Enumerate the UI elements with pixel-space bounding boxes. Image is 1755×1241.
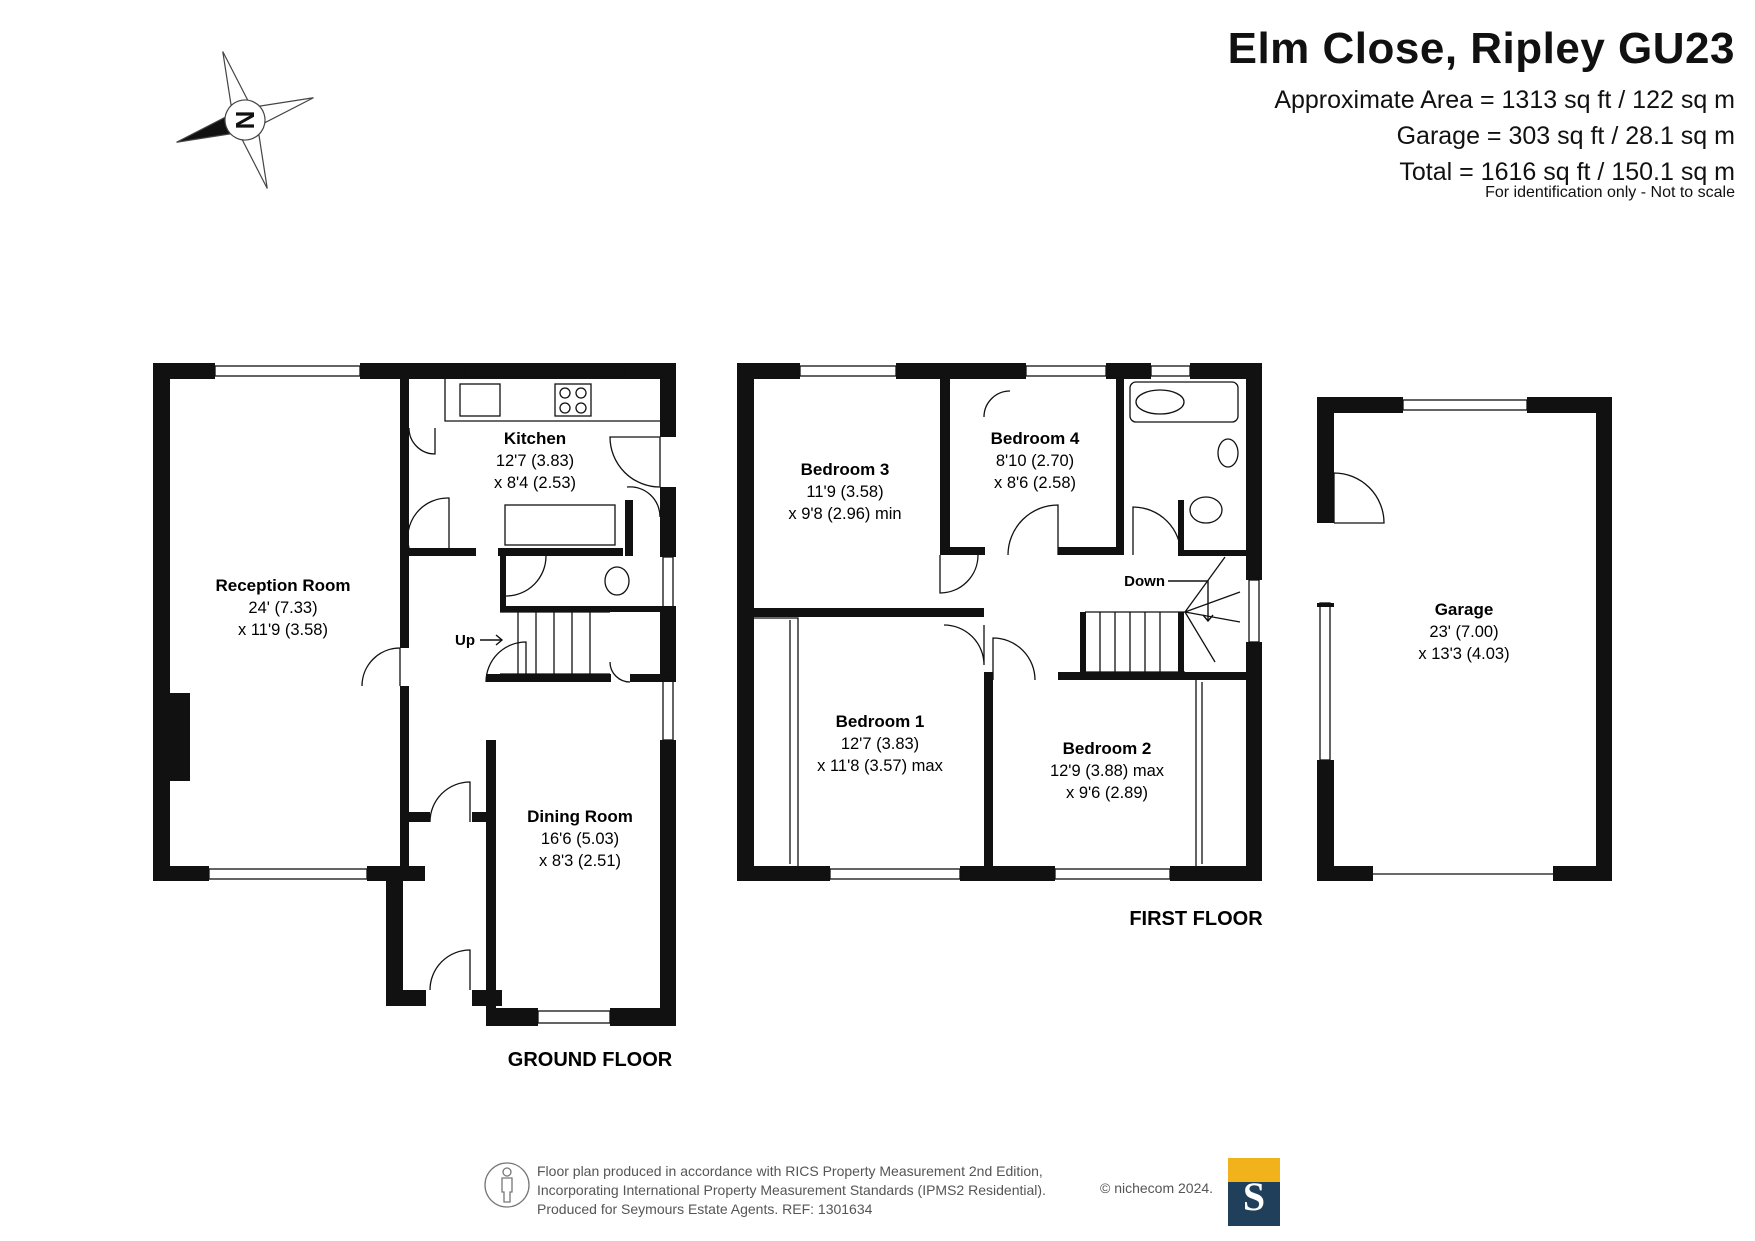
bedroom3-name: Bedroom 3 [801,460,890,479]
property-title: Elm Close, Ripley GU23 [1227,24,1735,73]
garage-area: Garage = 303 sq ft / 28.1 sq m [1396,122,1735,150]
footer-line3: Produced for Seymours Estate Agents. REF… [537,1201,873,1217]
person-icon [484,1162,530,1208]
ground-floor-label: GROUND FLOOR [508,1049,673,1071]
bedroom4-dim1: 8'10 (2.70) [996,452,1074,470]
bedroom1-dim1: 12'7 (3.83) [841,735,919,753]
bedroom3-dim2: x 9'8 (2.96) min [788,505,901,523]
bedroom3-dim1: 11'9 (3.58) [806,483,883,501]
bedroom1-dim2: x 11'8 (3.57) max [817,757,943,775]
logo-letter: S [1243,1174,1265,1219]
stairs-down-label: Down [1124,573,1165,590]
approximate-area: Approximate Area = 1313 sq ft / 122 sq m [1274,86,1735,114]
bedroom1-name: Bedroom 1 [836,712,925,731]
garage-dim1: 23' (7.00) [1429,623,1498,641]
footer-text: Floor plan produced in accordance with R… [537,1162,1046,1219]
reception-room-dim2: x 11'9 (3.58) [238,621,328,639]
reception-room-name: Reception Room [215,576,350,595]
footer-line2: Incorporating International Property Mea… [537,1182,1046,1198]
garage-name: Garage [1435,600,1494,619]
dining-room-dim2: x 8'3 (2.51) [539,852,621,870]
garage-walls [1317,397,1612,881]
first-floor-details [754,365,1260,880]
dining-room-name: Dining Room [527,807,633,826]
kitchen-name: Kitchen [504,429,566,448]
bedroom4-dim2: x 8'6 (2.58) [994,474,1076,492]
bedroom2-dim2: x 9'6 (2.89) [1066,784,1148,802]
total-area: Total = 1616 sq ft / 150.1 sq m [1399,158,1735,186]
copyright-text: © nichecom 2024. [1100,1180,1214,1196]
scale-note: For identification only - Not to scale [1485,184,1735,201]
bedroom2-name: Bedroom 2 [1063,739,1152,758]
down-arrow-icon [1168,580,1214,623]
bedroom4-name: Bedroom 4 [991,429,1080,448]
ground-floor-details [208,365,674,1024]
bedroom2-dim1: 12'9 (3.88) max [1050,762,1165,780]
kitchen-dim1: 12'7 (3.83) [496,452,574,470]
footer-line1: Floor plan produced in accordance with R… [537,1163,1043,1179]
compass-icon: N [176,51,314,189]
ground-floor-walls [153,363,676,1026]
kitchen-dim2: x 8'4 (2.53) [494,474,576,492]
compass-letter: N [230,111,260,130]
first-floor-walls [737,363,1262,881]
seymours-logo-icon: S [1228,1158,1280,1226]
dining-room-dim1: 16'6 (5.03) [541,830,619,848]
garage-dim2: x 13'3 (4.03) [1418,645,1509,663]
first-floor-label: FIRST FLOOR [1129,908,1263,930]
up-arrow-icon [480,634,504,646]
reception-room-dim1: 24' (7.33) [248,599,317,617]
garage-details [1319,399,1553,875]
stairs-up-label: Up [455,632,475,649]
